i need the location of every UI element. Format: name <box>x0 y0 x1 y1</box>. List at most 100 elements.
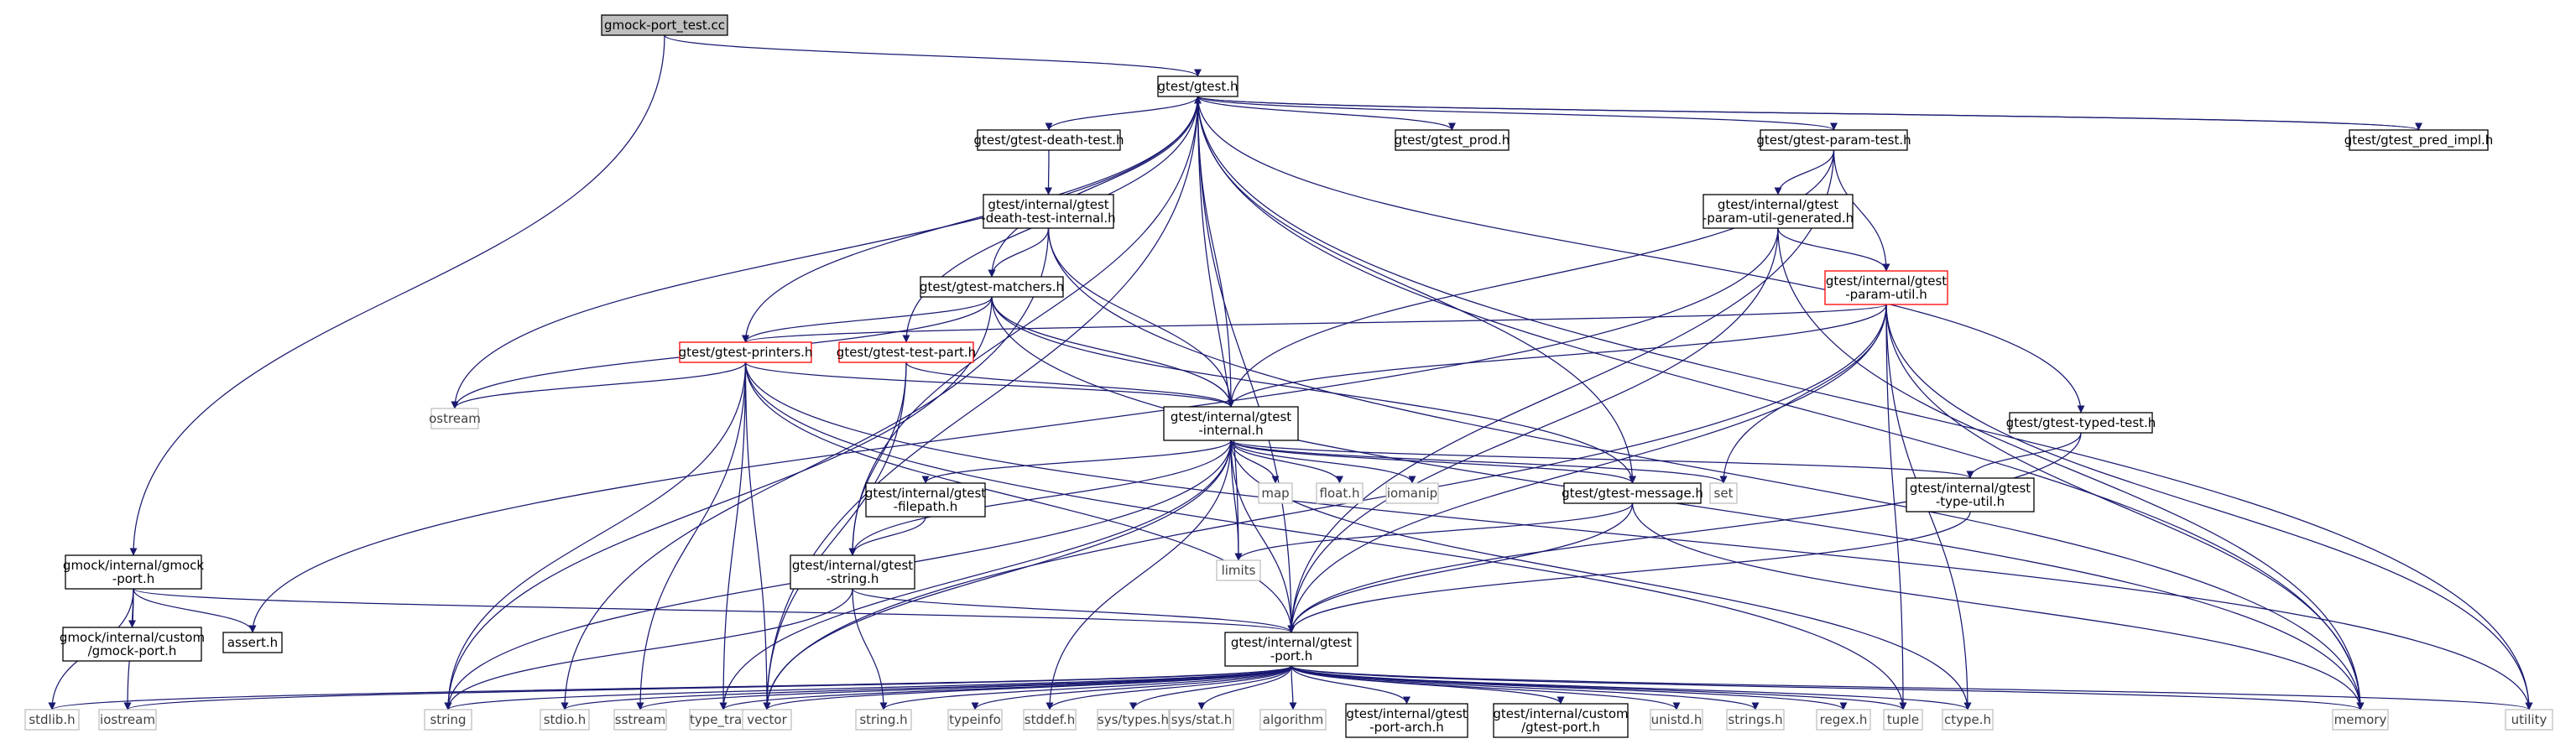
node-label: gtest/gtest-printers.h <box>679 345 813 360</box>
node-utility[interactable]: utility <box>2505 709 2553 731</box>
node-box <box>1169 709 1234 731</box>
node-stdlib-h[interactable]: stdlib.h <box>24 709 80 731</box>
node-box <box>920 276 1064 298</box>
edge-port-to-ctype <box>1291 665 1972 710</box>
node-stddef-h[interactable]: stddef.h <box>1023 709 1077 731</box>
node-gtest-gtest-death-test-h[interactable]: gtest/gtest-death-test.h <box>974 129 1124 151</box>
node-gmock-internal-gmock-port-h[interactable]: gmock/internal/gmock-port.h <box>63 554 204 590</box>
node-label: typeinfo <box>949 712 1001 727</box>
node-gmock-internal-custom-gmock-port-h[interactable]: gmock/internal/custom/gmock-port.h <box>60 627 205 662</box>
node-box <box>790 554 915 590</box>
node-iomanip[interactable]: iomanip <box>1385 482 1439 504</box>
node-label: /gtest-port.h <box>1521 720 1600 735</box>
node-label: sstream <box>615 712 665 727</box>
node-box <box>98 709 157 731</box>
node-gtest-internal-custom-gtest-port-h[interactable]: gtest/internal/custom/gtest-port.h <box>1493 703 1629 738</box>
node-gtest-gtest-matchers-h[interactable]: gtest/gtest-matchers.h <box>920 276 1064 298</box>
node-stdio-h[interactable]: stdio.h <box>540 709 590 731</box>
node-set[interactable]: set <box>1709 482 1738 504</box>
node-string[interactable]: string <box>424 709 472 731</box>
node-label: stdlib.h <box>29 712 75 727</box>
edge-gtest_h-to-prod <box>1197 96 1456 131</box>
node-ostream[interactable]: ostream <box>429 408 481 429</box>
node-gtest-internal-gtest-type-util-h[interactable]: gtest/internal/gtest-type-util.h <box>1906 477 2035 512</box>
edge-printers-to-ostream <box>451 362 747 409</box>
edge-gtest_h-to-string_h_int <box>848 96 1199 556</box>
node-strings-h[interactable]: strings.h <box>1726 709 1785 731</box>
node-vector[interactable]: vector <box>742 709 792 731</box>
node-box <box>1163 406 1299 441</box>
node-label: string.h <box>859 712 907 727</box>
node-gtest-internal-gtest-death-test-internal-h[interactable]: gtest/internal/gtest-death-test-internal… <box>981 194 1116 229</box>
node-unistd-h[interactable]: unistd.h <box>1650 709 1703 731</box>
node-gtest-gtest-param-test-h[interactable]: gtest/gtest-param-test.h <box>1756 129 1911 151</box>
edge-internal-to-limits <box>1230 440 1243 561</box>
node-gtest-gtest-message-h[interactable]: gtest/gtest-message.h <box>1562 482 1703 504</box>
node-box <box>947 709 1003 731</box>
edge-printers-to-sstream <box>636 362 747 710</box>
node-sys-types-h[interactable]: sys/types.h <box>1097 709 1170 731</box>
node-map[interactable]: map <box>1258 482 1293 504</box>
edge-matchers-to-message <box>991 296 1636 484</box>
node-box <box>1216 559 1261 581</box>
node-gtest-gtest-prod-h[interactable]: gtest/gtest_prod.h <box>1395 129 1510 151</box>
node-gtest-gtest-test-part-h[interactable]: gtest/gtest-test-part.h <box>837 341 976 363</box>
node-label: gtest/gtest-param-test.h <box>1756 133 1911 148</box>
node-label: gtest/internal/gtest <box>1826 273 1947 289</box>
node-label: -param-util.h <box>1845 287 1927 302</box>
edge-printers-to-internal <box>744 362 1235 408</box>
edge-gtest_h-to-utility <box>1197 96 2533 710</box>
edge-internal-to-stddef <box>1046 440 1232 710</box>
node-label: sys/types.h <box>1098 712 1169 727</box>
edge-layer <box>48 34 2533 710</box>
edge-internal-to-iomanip <box>1230 440 1416 484</box>
edge-string_h_int-to-port <box>852 588 1296 633</box>
edge-param_gen-to-param_util <box>1777 227 1890 272</box>
node-gtest-internal-gtest-filepath-h[interactable]: gtest/internal/gtest-filepath.h <box>865 482 986 518</box>
node-gtest-gtest-pred-impl-h[interactable]: gtest/gtest_pred_impl.h <box>2344 129 2494 151</box>
node-gtest-gtest-typed-test-h[interactable]: gtest/gtest-typed-test.h <box>2006 412 2156 434</box>
node-gtest-internal-gtest-port-h[interactable]: gtest/internal/gtest-port.h <box>1224 632 1358 667</box>
node-gtest-gtest-printers-h[interactable]: gtest/gtest-printers.h <box>679 341 813 363</box>
node-box <box>1709 482 1738 504</box>
node-label: sys/stat.h <box>1171 712 1233 727</box>
node-gtest-internal-gtest-string-h[interactable]: gtest/internal/gtest-string.h <box>790 554 915 590</box>
node-box <box>1385 482 1439 504</box>
node-gtest-internal-gtest-param-util-generated-h[interactable]: gtest/internal/gtest-param-util-generate… <box>1703 194 1854 229</box>
node-gtest-gtest-h[interactable]: gtest/gtest.h <box>1157 75 1238 97</box>
edge-port-to-algorithm <box>1289 665 1297 710</box>
node-assert-h[interactable]: assert.h <box>222 632 283 653</box>
edge-typed_test-to-port <box>1287 432 2082 633</box>
edge-port-to-iostream <box>123 665 1292 710</box>
node-regex-h[interactable]: regex.h <box>1816 709 1871 731</box>
node-ctype-h[interactable]: ctype.h <box>1942 709 1994 731</box>
node-box <box>1883 709 1923 731</box>
node-gtest-internal-gtest-port-arch-h[interactable]: gtest/internal/gtest-port-arch.h <box>1345 703 1468 738</box>
node-iostream[interactable]: iostream <box>98 709 157 731</box>
node-gtest-internal-gtest-internal-h[interactable]: gtest/internal/gtest-internal.h <box>1163 406 1299 441</box>
edge-param_util-to-memory <box>1885 304 2365 710</box>
edge-gmock_port-to-assert <box>133 588 257 633</box>
node-limits[interactable]: limits <box>1216 559 1261 581</box>
edge-printers-to-type_traits <box>719 362 747 710</box>
node-gtest-internal-gtest-param-util-h[interactable]: gtest/internal/gtest-param-util.h <box>1824 270 1948 305</box>
node-box <box>1650 709 1703 731</box>
node-memory[interactable]: memory <box>2332 709 2389 731</box>
node-sys-stat-h[interactable]: sys/stat.h <box>1169 709 1234 731</box>
node-algorithm[interactable]: algorithm <box>1259 709 1327 731</box>
node-label: unistd.h <box>1651 712 1703 727</box>
node-sstream[interactable]: sstream <box>613 709 667 731</box>
node-gmock-port-test-cc[interactable]: gmock-port_test.cc <box>601 14 728 36</box>
node-label: iostream <box>100 712 155 727</box>
node-box <box>424 709 472 731</box>
node-label: -port.h <box>1270 648 1312 663</box>
node-string-h[interactable]: string.h <box>855 709 912 731</box>
node-float-h[interactable]: float.h <box>1316 482 1364 504</box>
node-label: -internal.h <box>1198 423 1263 438</box>
edge-port-to-string <box>444 665 1292 710</box>
edge-gtest_h-to-matchers <box>988 96 1199 278</box>
node-box <box>679 341 812 363</box>
edge-param_util-to-utility <box>1885 304 2533 710</box>
node-typeinfo[interactable]: typeinfo <box>947 709 1003 731</box>
node-tuple[interactable]: tuple <box>1883 709 1923 731</box>
